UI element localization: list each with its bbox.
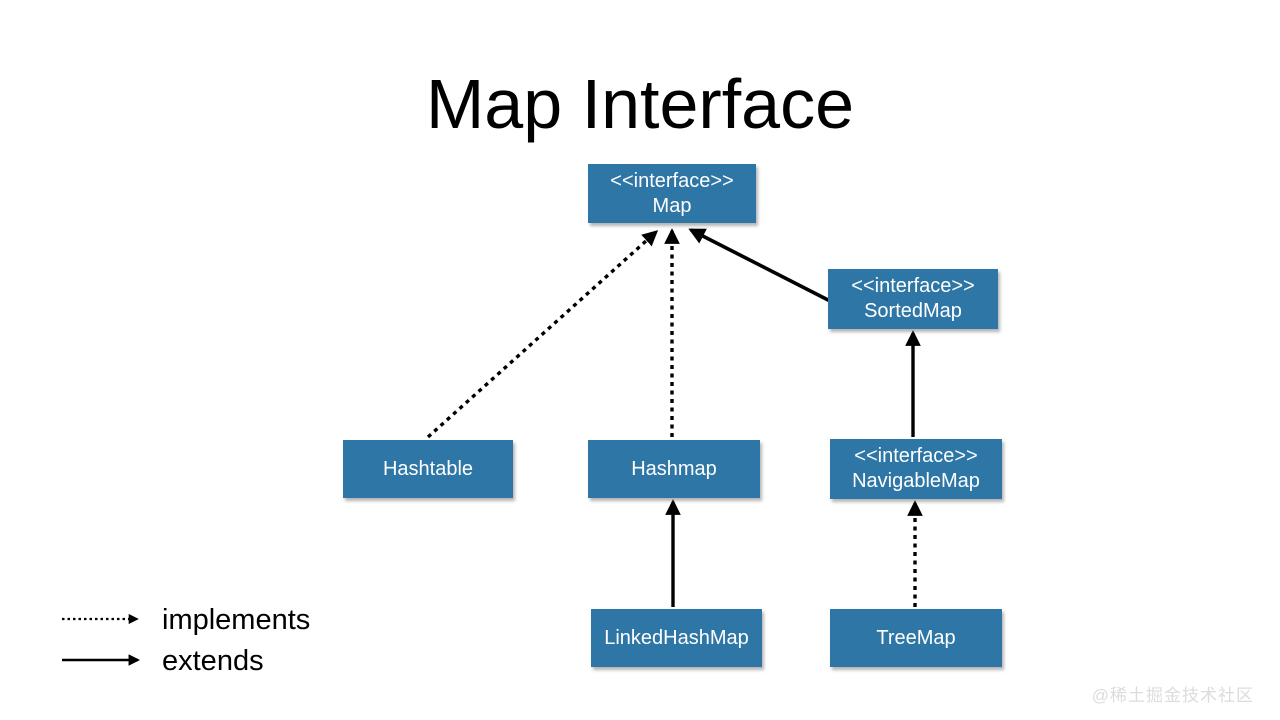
- node-hashtable: Hashtable: [343, 440, 513, 498]
- node-map-interface: <<interface>> Map: [588, 164, 756, 223]
- watermark: @稀土掘金技术社区: [1091, 686, 1254, 705]
- node-treemap-name: TreeMap: [876, 626, 956, 649]
- node-sortedmap-name: SortedMap: [864, 300, 962, 322]
- node-linkedhashmap-name: LinkedHashMap: [604, 626, 749, 649]
- edge-sortedmap-extends-map: [688, 228, 833, 304]
- node-map-name: Map: [652, 194, 692, 217]
- node-hashmap-name: Hashmap: [631, 457, 717, 480]
- node-hashmap: Hashmap: [588, 440, 760, 498]
- node-map-stereotype: <<interface>>: [610, 169, 734, 192]
- diagram-title: Map Interface: [426, 65, 854, 143]
- node-sortedmap-stereotype: <<interface>>: [851, 275, 975, 297]
- node-navigablemap-name: NavigableMap: [852, 470, 980, 492]
- legend-implements-label: implements: [162, 604, 311, 636]
- node-navigablemap-stereotype: <<interface>>: [854, 445, 978, 467]
- edge-hashtable-implements-map: [426, 230, 659, 439]
- node-sortedmap-interface: <<interface>> SortedMap: [828, 269, 998, 329]
- node-navigablemap-interface: <<interface>> NavigableMap: [830, 439, 1002, 499]
- legend-extends-label: extends: [162, 645, 264, 677]
- node-hashtable-name: Hashtable: [382, 457, 474, 480]
- node-treemap: TreeMap: [830, 609, 1002, 667]
- node-linkedhashmap: LinkedHashMap: [591, 609, 762, 667]
